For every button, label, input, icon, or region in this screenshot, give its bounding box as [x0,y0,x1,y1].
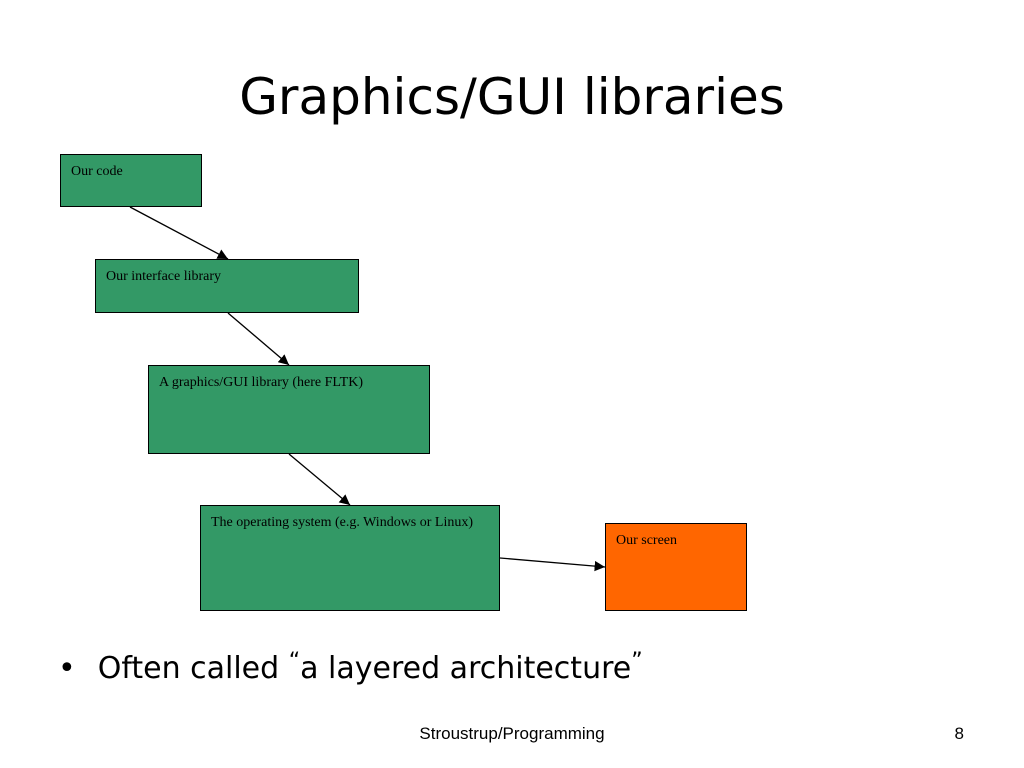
box-gui-library-label: A graphics/GUI library (here FLTK) [159,375,363,390]
bullet-prefix: Often called [97,651,289,686]
arrow-gui-to-os-icon [288,453,351,506]
bullet-point: • Often called “a layered architecture” [58,640,643,691]
box-interface-library: Our interface library [95,259,359,313]
open-quote: “ [288,649,301,674]
box-interface-library-label: Our interface library [106,269,222,284]
slide-title: Graphics/GUI libraries [239,68,785,126]
box-our-screen-label: Our screen [616,533,678,548]
bullet-dot-icon: • [58,651,76,686]
page-number: 8 [954,724,964,743]
box-our-code-label: Our code [71,164,123,179]
box-our-code: Our code [60,154,202,207]
box-operating-system: The operating system (e.g. Windows or Li… [200,505,500,611]
slide-footer: Stroustrup/Programming [419,724,605,743]
box-gui-library: A graphics/GUI library (here FLTK) [148,365,430,454]
arrow-interface-to-gui-icon [227,312,290,366]
arrow-os-to-screen-icon [499,557,606,572]
bullet-quoted-text: a layered architecture [300,651,632,686]
box-operating-system-label: The operating system (e.g. Windows or Li… [211,515,474,530]
box-our-screen: Our screen [605,523,747,611]
close-quote: ” [631,649,643,674]
arrow-code-to-interface-icon [129,206,229,260]
